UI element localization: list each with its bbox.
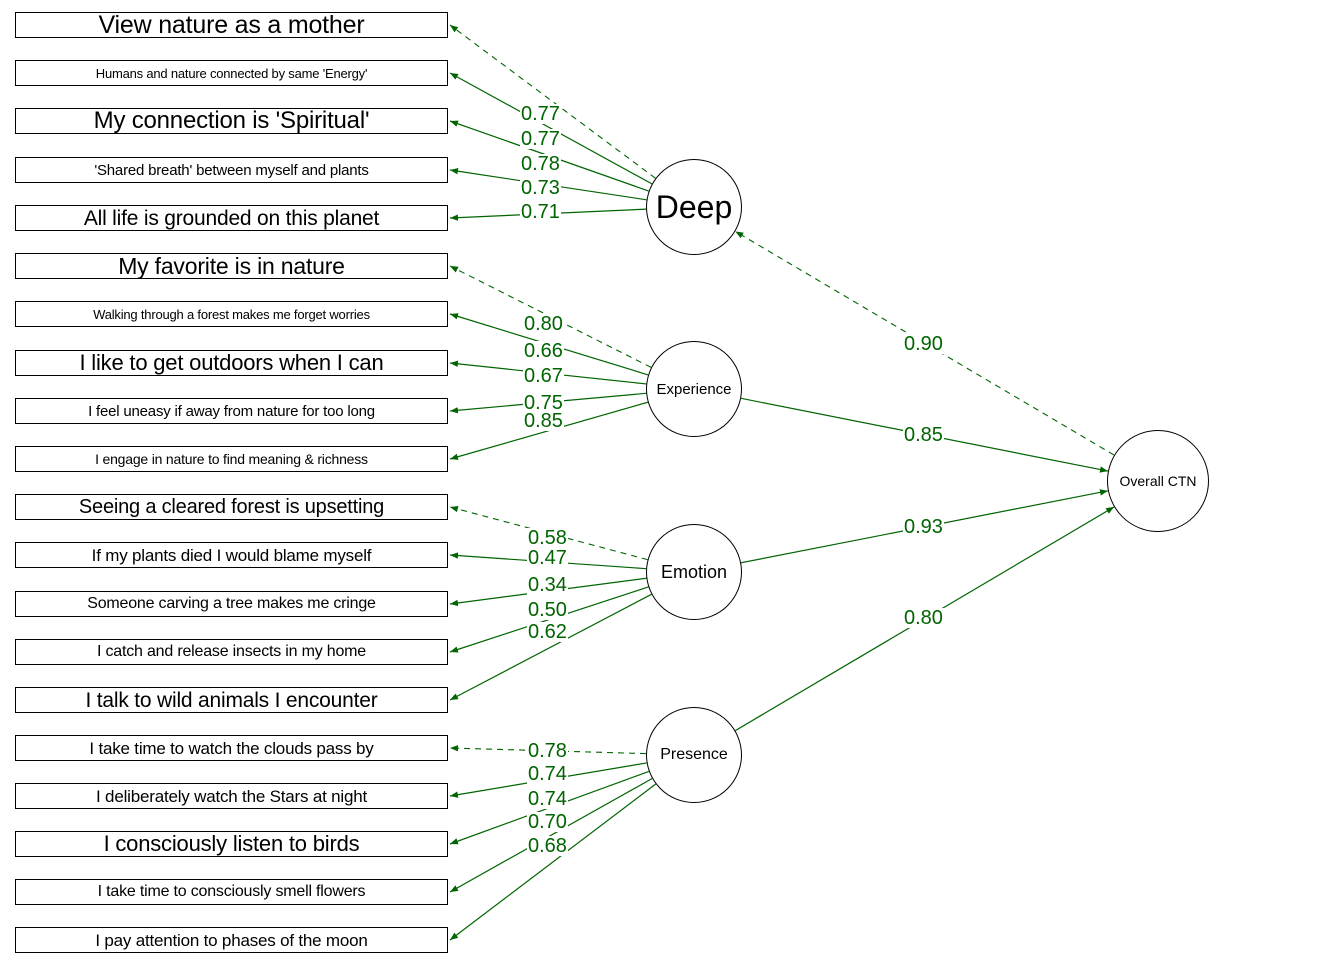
indicator-label: 'Shared breath' between myself and plant… [94, 161, 369, 179]
indicator-label: All life is grounded on this planet [83, 206, 380, 230]
indicator-label: I catch and release insects in my home [97, 643, 366, 660]
indicator-box: 'Shared breath' between myself and plant… [15, 157, 448, 183]
latent-label: Experience [656, 380, 732, 398]
loading-label: 0.73 [520, 177, 561, 199]
loading-label: 0.78 [520, 153, 561, 175]
loading-label: 0.67 [523, 365, 564, 387]
structural-path-label: 0.93 [903, 516, 944, 538]
indicator-label: I engage in nature to find meaning & ric… [95, 451, 368, 467]
indicator-label: I like to get outdoors when I can [79, 350, 384, 375]
indicator-box: My favorite is in nature [15, 253, 448, 279]
loading-label: 0.66 [523, 340, 564, 362]
indicator-box: I feel uneasy if away from nature for to… [15, 398, 448, 424]
indicator-box: I take time to watch the clouds pass by [15, 735, 448, 761]
loading-label: 0.62 [527, 621, 568, 643]
indicator-label: I deliberately watch the Stars at night [96, 786, 367, 806]
indicator-box: Someone carving a tree makes me cringe [15, 591, 448, 617]
indicator-label: If my plants died I would blame myself [91, 545, 372, 565]
loading-label: 0.78 [527, 740, 568, 762]
indicator-box: If my plants died I would blame myself [15, 542, 448, 568]
indicator-label: I take time to watch the clouds pass by [89, 738, 374, 758]
loading-label: 0.47 [527, 547, 568, 569]
loading-edge [449, 593, 652, 701]
loading-edge [449, 777, 653, 893]
indicator-label: I feel uneasy if away from nature for to… [88, 402, 375, 420]
latent-label: Emotion [660, 562, 728, 582]
loading-label: 0.34 [527, 574, 568, 596]
indicator-label: I take time to consciously smell flowers [97, 883, 366, 900]
latent-node-deep: Deep [646, 159, 742, 255]
indicator-label: My favorite is in nature [118, 253, 345, 279]
indicator-box: Seeing a cleared forest is upsetting [15, 494, 448, 520]
indicator-label: I talk to wild animals I encounter [85, 688, 378, 712]
indicator-label: Walking through a forest makes me forget… [93, 306, 370, 322]
indicator-label: I pay attention to phases of the moon [95, 930, 368, 950]
structural-path-label: 0.85 [903, 424, 944, 446]
indicator-box: Walking through a forest makes me forget… [15, 301, 448, 327]
loading-label: 0.58 [527, 527, 568, 549]
indicator-label: Someone carving a tree makes me cringe [87, 595, 376, 612]
loading-label: 0.74 [527, 788, 568, 810]
indicator-label: View nature as a mother [98, 12, 365, 38]
structural-path-label: 0.90 [903, 333, 944, 355]
indicator-box: My connection is 'Spiritual' [15, 108, 448, 134]
indicator-label: I consciously listen to birds [103, 831, 360, 856]
loading-label: 0.71 [520, 201, 561, 223]
loading-edge [449, 24, 656, 179]
latent-node-ctn: Overall CTN [1107, 430, 1209, 532]
loading-label: 0.77 [520, 103, 561, 125]
loading-edge [449, 72, 653, 185]
indicator-box: All life is grounded on this planet [15, 205, 448, 231]
latent-node-experience: Experience [646, 341, 742, 437]
latent-node-emotion: Emotion [646, 524, 742, 620]
edge-paths [449, 24, 1115, 941]
loading-label: 0.77 [520, 128, 561, 150]
indicator-box: I catch and release insects in my home [15, 639, 448, 665]
indicator-box: I deliberately watch the Stars at night [15, 783, 448, 809]
latent-node-presence: Presence [646, 707, 742, 803]
latent-label: Overall CTN [1119, 473, 1197, 489]
loading-label: 0.75 [523, 392, 564, 414]
indicator-label: My connection is 'Spiritual' [93, 108, 370, 134]
indicator-label: Seeing a cleared forest is upsetting [78, 496, 385, 518]
latent-label: Deep [655, 189, 733, 225]
structural-edge [735, 230, 1115, 456]
loading-label: 0.68 [527, 835, 568, 857]
indicator-box: View nature as a mother [15, 12, 448, 38]
indicator-box: Humans and nature connected by same 'Ene… [15, 60, 448, 86]
indicator-box: I like to get outdoors when I can [15, 350, 448, 376]
indicator-box: I pay attention to phases of the moon [15, 927, 448, 953]
indicator-box: I talk to wild animals I encounter [15, 687, 448, 713]
indicator-box: I take time to consciously smell flowers [15, 879, 448, 905]
loading-label: 0.80 [523, 313, 564, 335]
structural-path-label: 0.80 [903, 607, 944, 629]
loading-edge [449, 783, 657, 941]
loading-label: 0.85 [523, 410, 564, 432]
loading-label: 0.74 [527, 763, 568, 785]
loading-label: 0.70 [527, 811, 568, 833]
latent-label: Presence [660, 746, 728, 763]
indicator-box: I consciously listen to birds [15, 831, 448, 857]
indicator-label: Humans and nature connected by same 'Ene… [95, 65, 368, 81]
indicator-box: I engage in nature to find meaning & ric… [15, 446, 448, 472]
loading-label: 0.50 [527, 599, 568, 621]
